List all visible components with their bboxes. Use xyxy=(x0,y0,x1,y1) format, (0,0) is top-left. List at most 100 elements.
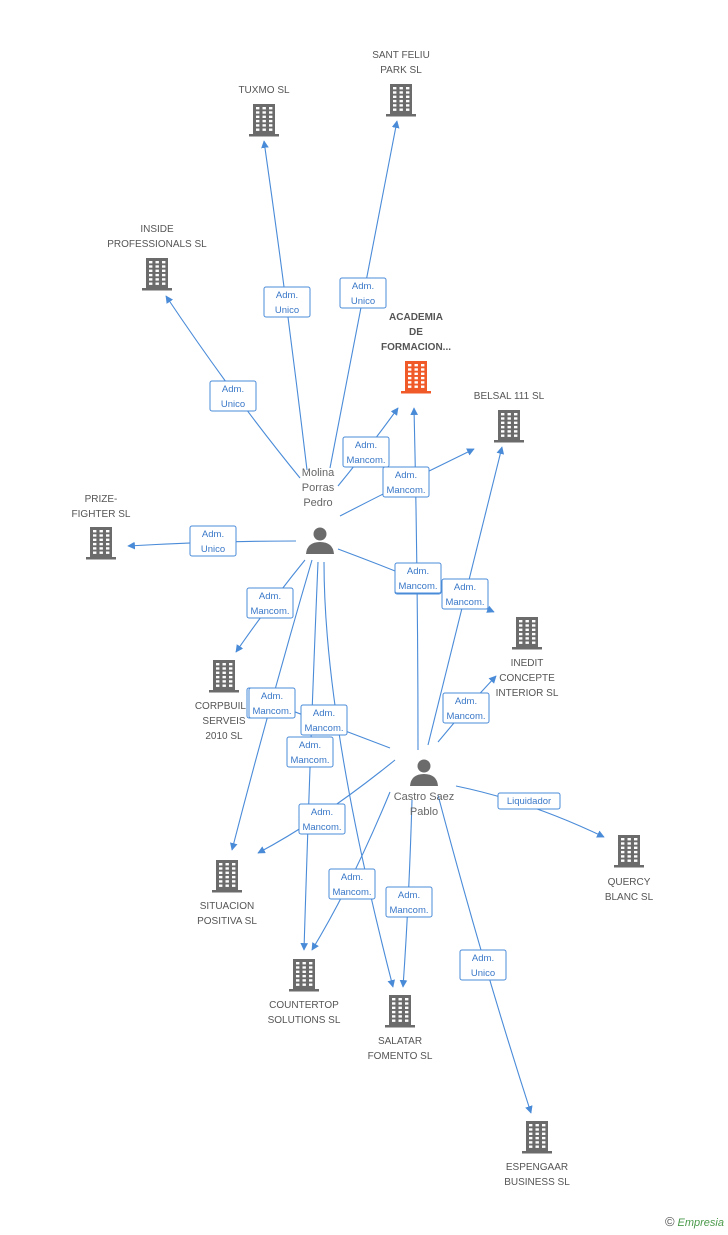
relation-label-castro-corpbuild[interactable]: Adm. Mancom. xyxy=(248,687,296,719)
company-label-corpbuild: SERVEIS xyxy=(202,716,245,727)
company-salatar-building-icon xyxy=(385,995,415,1028)
relation-label-text: Adm. xyxy=(352,281,374,292)
company-label-belsal: BELSAL 111 SL xyxy=(474,391,545,402)
company-node-corpbuild[interactable]: CORPBUILD SERVEIS 2010 SL xyxy=(195,701,253,742)
relation-label-text: Mancom. xyxy=(304,723,343,734)
relation-label-castro-belsal[interactable]: Adm.Mancom. xyxy=(441,578,489,610)
company-quercy-building-icon xyxy=(614,835,644,868)
brand-watermark: ©Empresia xyxy=(665,1214,724,1229)
relation-label-text: Mancom. xyxy=(252,706,291,717)
company-label-corpbuild: CORPBUILD xyxy=(195,701,253,712)
relation-label-molina-tuxmo[interactable]: Adm. Unico xyxy=(263,286,311,318)
relation-label-castro-academia[interactable]: Adm. Mancom. xyxy=(394,562,442,594)
company-label-inside: INSIDE xyxy=(140,224,174,235)
company-situacion-building-icon xyxy=(212,860,242,893)
company-label-inside: PROFESSIONALS SL xyxy=(107,239,207,250)
relation-label-text: Adm. xyxy=(341,872,363,883)
relation-label-molina-academia[interactable]: Adm. Mancom. xyxy=(342,436,390,468)
relation-label-text: Adm. xyxy=(276,290,298,301)
relation-label-text: Mancom. xyxy=(250,606,289,617)
relation-label-text: Adm. xyxy=(407,566,429,577)
copyright-symbol: © xyxy=(664,1214,675,1229)
relation-label-text: Adm. xyxy=(261,691,283,702)
edge-molina-salatar xyxy=(323,561,395,988)
relation-label-text: Mancom. xyxy=(446,711,485,722)
relation-label-text: Adm. xyxy=(355,440,377,451)
company-prize-building-icon xyxy=(86,527,116,560)
company-label-academia: ACADEMIA xyxy=(389,312,443,323)
company-label-corpbuild: 2010 SL xyxy=(205,731,243,742)
relation-label-castro-espengaar[interactable]: Adm. Unico xyxy=(459,949,507,981)
company-inside-building-icon xyxy=(142,258,172,291)
relation-label-castro-quercy[interactable]: Liquidador xyxy=(497,792,561,810)
relation-labels-layer: Adm.UnicoAdm.UnicoAdm.UnicoAdm.Mancom.Ad… xyxy=(189,277,561,981)
relation-label-castro-inedit[interactable]: Adm. Mancom. xyxy=(442,692,490,724)
relation-label-text: Mancom. xyxy=(302,822,341,833)
company-label-academia: FORMACION... xyxy=(381,342,451,353)
company-inedit-building-icon xyxy=(512,617,542,650)
relation-label-text: Mancom. xyxy=(386,485,425,496)
relation-label-text: Unico xyxy=(221,399,245,410)
person-label-castro: Pablo xyxy=(410,806,438,818)
relation-label-text: Adm. xyxy=(472,953,494,964)
company-corpbuild-building-icon xyxy=(209,660,239,693)
company-node-academia[interactable]: ACADEMIADEFORMACION... xyxy=(381,312,451,353)
relation-label-molina-prize[interactable]: Adm.Unico xyxy=(189,525,237,557)
company-countertop-building-icon xyxy=(289,959,319,992)
company-node-inside[interactable]: INSIDE PROFESSIONALS SL xyxy=(107,224,207,250)
company-label-salatar: SALATAR xyxy=(378,1036,422,1047)
company-node-situacion[interactable]: SITUACION POSITIVA SL xyxy=(197,901,257,927)
person-label-molina: Molina xyxy=(302,467,335,479)
relation-label-text: Unico xyxy=(351,296,375,307)
relation-label-text: Mancom. xyxy=(398,581,437,592)
relation-label-text: Mancom. xyxy=(389,905,428,916)
relation-label-molina-santfeliu[interactable]: Adm. Unico xyxy=(339,277,387,309)
relation-label-molina-belsal[interactable]: Adm.Mancom. xyxy=(382,466,430,498)
company-label-inedit: INTERIOR SL xyxy=(496,688,559,699)
relation-label-text: Adm. xyxy=(398,890,420,901)
company-label-inedit: INEDIT xyxy=(511,658,544,669)
relation-label-molina-salatar[interactable]: Adm.Mancom. xyxy=(300,704,348,736)
company-tuxmo-building-icon xyxy=(249,104,279,137)
relation-label-molina-inside[interactable]: Adm. Unico xyxy=(209,380,257,412)
relation-label-text: Adm. xyxy=(202,529,224,540)
relation-label-castro-countertop[interactable]: Adm.Mancom. xyxy=(328,868,376,900)
company-node-tuxmo[interactable]: TUXMO SL xyxy=(238,85,290,96)
person-label-molina: Porras xyxy=(302,482,335,494)
company-label-quercy: QUERCY xyxy=(608,877,651,888)
company-label-prize: FIGHTER SL xyxy=(72,509,131,520)
relation-label-text: Adm. xyxy=(455,696,477,707)
relation-label-text: Adm. xyxy=(454,582,476,593)
brand-name: Empresia xyxy=(677,1217,724,1229)
company-label-tuxmo: TUXMO SL xyxy=(238,85,290,96)
company-label-situacion: SITUACION xyxy=(200,901,254,912)
relation-label-molina-countertop[interactable]: Adm.Mancom. xyxy=(286,736,334,768)
company-santfeliu-building-icon xyxy=(386,84,416,117)
company-label-situacion: POSITIVA SL xyxy=(197,916,257,927)
company-label-santfeliu: PARK SL xyxy=(380,65,422,76)
company-label-countertop: COUNTERTOP xyxy=(269,1000,339,1011)
relation-label-text: Unico xyxy=(471,968,495,979)
company-node-prize[interactable]: PRIZE-FIGHTER SL xyxy=(72,494,131,520)
relation-label-castro-salatar[interactable]: Adm. Mancom. xyxy=(385,886,433,918)
relation-label-castro-situacion[interactable]: Adm.Mancom. xyxy=(298,803,346,835)
person-label-molina: Pedro xyxy=(303,497,332,509)
relation-label-text: Adm. xyxy=(222,384,244,395)
relation-label-text: Unico xyxy=(275,305,299,316)
relation-label-text: Mancom. xyxy=(346,455,385,466)
relation-label-molina-corpbuild[interactable]: Adm.Mancom. xyxy=(246,587,294,619)
person-label-castro: Castro Saez xyxy=(394,791,455,803)
company-label-espengaar: BUSINESS SL xyxy=(504,1177,570,1188)
relation-label-text: Liquidador xyxy=(507,796,551,807)
company-node-belsal[interactable]: BELSAL 111 SL xyxy=(474,391,545,402)
